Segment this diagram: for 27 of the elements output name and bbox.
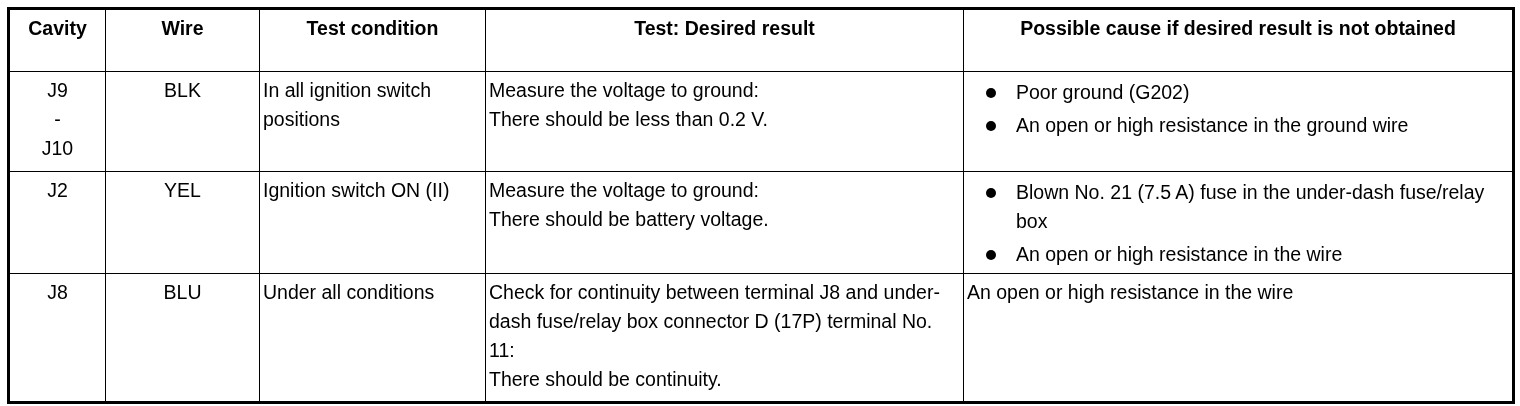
table-text: There should be continuity. [489, 367, 723, 392]
column-header: Test condition [305, 16, 440, 41]
table-text: J10 [40, 136, 75, 161]
bullet-item: An open or high resistance in the ground wire [986, 111, 1508, 140]
bullet-item: Poor ground (G202) [986, 78, 1508, 107]
table-text: Ignition switch ON (II) [263, 178, 451, 203]
column-header: Possible cause if desired result is not obtained [1019, 16, 1457, 41]
table-text: There should be less than 0.2 V. [489, 107, 769, 132]
bullet-item: An open or high resistance in the wire [986, 240, 1508, 269]
table-text: - [53, 107, 62, 132]
table-text: An open or high resistance in the wire [967, 280, 1295, 305]
table-text: J2 [46, 178, 69, 203]
column-header: Test: Desired result [633, 16, 816, 41]
table-text: BLU [162, 280, 203, 305]
column-header: Wire [160, 16, 205, 41]
table-text: Measure the voltage to ground: [489, 78, 760, 103]
table-text: J8 [46, 280, 69, 305]
table-text: YEL [163, 178, 202, 203]
table-text: J9 [46, 78, 69, 103]
table-text: Check for continuity between terminal J8 and under-dash fuse/relay box connector D (17P) terminal No. 11: [489, 280, 941, 363]
table-text: BLK [163, 78, 202, 103]
bullet-item: Blown No. 21 (7.5 A) fuse in the under-dash fuse/relay box [986, 178, 1508, 236]
column-header: Cavity [27, 16, 88, 41]
table-text: In all ignition switch positions [263, 78, 432, 132]
table-text: Under all conditions [263, 280, 436, 305]
table-text: Measure the voltage to ground: [489, 178, 760, 203]
table-text: There should be battery voltage. [489, 207, 770, 232]
